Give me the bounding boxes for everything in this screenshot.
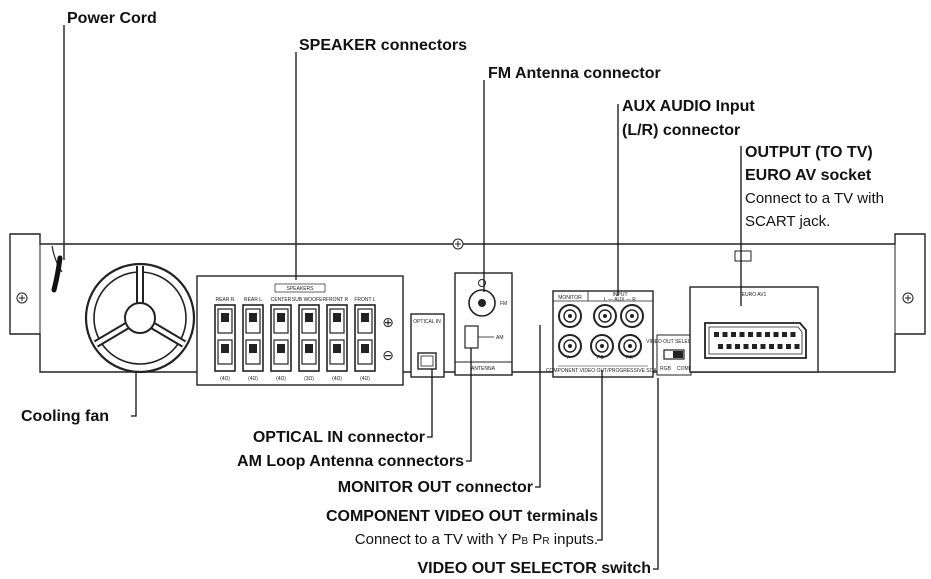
aux-audio-label-line2: (L/R) connector: [622, 122, 740, 139]
scart-pin: [731, 332, 736, 337]
scart-pin: [786, 344, 791, 349]
output-tv-label-line1: OUTPUT (TO TV): [745, 144, 873, 161]
scart-pin: [773, 332, 779, 337]
screw-icon: [452, 238, 464, 250]
speaker-terminal-name: FRONT R: [326, 297, 349, 303]
rca-jack: [593, 304, 617, 328]
rca-jack: [618, 334, 642, 358]
speaker-terminal-ohm: (3Ω): [304, 376, 314, 382]
pb-panel-label: PB: [597, 355, 604, 361]
speaker-terminal: FRONT R (4Ω): [326, 297, 349, 382]
aux-panel-label: L — AUX — R: [604, 297, 636, 303]
speaker-terminal-block: SPEAKERS REAR R (4Ω) REAR L (4Ω) CENTER (4Ω) S…: [196, 275, 404, 386]
callout-labels: Power Cord SPEAKER connectors FM Antenna…: [21, 10, 884, 577]
optical-in-port: OPTICAL IN: [410, 313, 445, 378]
optical-in-label: OPTICAL IN connector: [253, 429, 425, 446]
input-panel-label: INPUT: [613, 292, 628, 298]
speaker-terminal: CENTER (4Ω): [270, 297, 292, 382]
rca-jack: [558, 304, 582, 328]
scart-pin: [765, 332, 770, 337]
rca-jack: [590, 334, 614, 358]
speaker-terminal-name: REAR L: [244, 297, 262, 303]
scart-pin: [782, 332, 787, 337]
comp-panel-label: COMP: [677, 366, 693, 372]
rgb-panel-label: RGB: [660, 366, 672, 372]
pr-panel-label: PR: [626, 355, 633, 361]
video-audio-jack-panel: MONITOR INPUT L — AUX — R Y PB PR COMPON…: [546, 290, 661, 378]
euro-av-scart-socket: EURO AV1: [689, 286, 819, 373]
speaker-terminal-name: FRONT L: [354, 297, 376, 303]
rca-jack: [620, 304, 644, 328]
speaker-terminal-ohm: (4Ω): [276, 376, 286, 382]
output-tv-desc-line2: SCART jack.: [745, 213, 830, 230]
scart-pin: [752, 344, 757, 349]
power-cord: [51, 245, 63, 293]
scart-pin: [743, 344, 749, 349]
scart-pin: [748, 332, 753, 337]
leader-lines: [63, 25, 742, 570]
speaker-terminal-ohm: (4Ω): [248, 376, 258, 382]
fm-panel-label: FM: [500, 301, 507, 307]
rca-jacks: [558, 304, 644, 358]
speaker-terminals: REAR R (4Ω) REAR L (4Ω) CENTER (4Ω) SUB WOOFER…: [214, 297, 376, 382]
scart-pin: [714, 332, 719, 337]
cooling-fan-label: Cooling fan: [21, 408, 109, 425]
scart-pin: [794, 344, 800, 349]
scart-pin: [739, 332, 745, 337]
speakers-panel-label: SPEAKERS: [287, 286, 315, 292]
speaker-terminal-ohm: (4Ω): [360, 376, 370, 382]
plus-terminal-icon: ⊕: [382, 314, 394, 330]
fm-antenna-socket: [468, 289, 496, 317]
cooling-fan-icon: [84, 262, 196, 374]
antenna-panel-label: ANTENNA: [471, 366, 496, 372]
aux-audio-label-line1: AUX AUDIO Input: [622, 98, 755, 115]
power-cord-label: Power Cord: [67, 10, 157, 27]
scart-pin: [718, 344, 723, 349]
screw-icon: [16, 292, 28, 304]
y-panel-label: Y: [566, 355, 570, 361]
speaker-terminal-name: REAR R: [216, 297, 235, 303]
screw-icon: [902, 292, 914, 304]
speaker-terminal: SUB WOOFER (3Ω): [292, 297, 327, 382]
scart-pins: [714, 332, 800, 349]
euro-av-panel-label: EURO AV1: [742, 292, 767, 298]
speaker-terminal-name: CENTER: [271, 297, 292, 303]
scart-pin: [726, 344, 732, 349]
component-video-label: COMPONENT VIDEO OUT terminals: [326, 508, 598, 525]
monitor-panel-label: MONITOR: [558, 295, 582, 301]
scart-pin: [790, 332, 796, 337]
optical-in-panel-label: OPTICAL IN: [413, 319, 441, 325]
scart-pin: [722, 332, 728, 337]
speaker-connectors-label: SPEAKER connectors: [299, 37, 467, 54]
component-desc-label: Connect to a TV with Y PB PR inputs.: [355, 531, 598, 548]
am-loop-label: AM Loop Antenna connectors: [237, 453, 464, 470]
video-selector-label: VIDEO OUT SELECTOR switch: [417, 560, 651, 577]
scart-pin: [769, 344, 774, 349]
speaker-terminal-ohm: (4Ω): [220, 376, 230, 382]
am-antenna-terminal: [464, 325, 479, 349]
speaker-terminal: REAR L (4Ω): [242, 297, 264, 382]
component-panel-caption: COMPONENT VIDEO OUT/PROGRESSIVE SCAN: [546, 368, 661, 374]
scart-pin: [760, 344, 766, 349]
speaker-terminal-ohm: (4Ω): [332, 376, 342, 382]
am-panel-label: AM: [496, 335, 504, 341]
speaker-terminal: REAR R (4Ω): [214, 297, 236, 382]
scart-pin: [756, 332, 762, 337]
speaker-terminal: FRONT L (4Ω): [354, 297, 376, 382]
scart-pin: [735, 344, 740, 349]
rca-jack: [558, 334, 582, 358]
output-tv-label-line2: EURO AV socket: [745, 167, 872, 184]
scart-pin: [777, 344, 783, 349]
monitor-out-label: MONITOR OUT connector: [338, 479, 533, 496]
selector-panel-label: VIDEO OUT SELECTOR: [646, 339, 702, 345]
speaker-terminal-name: SUB WOOFER: [292, 297, 327, 303]
output-tv-desc-line1: Connect to a TV with: [745, 190, 884, 207]
video-out-selector: VIDEO OUT SELECTOR RGB COMP: [646, 334, 702, 376]
fm-antenna-label: FM Antenna connector: [488, 65, 661, 82]
minus-terminal-icon: ⊖: [382, 347, 394, 363]
